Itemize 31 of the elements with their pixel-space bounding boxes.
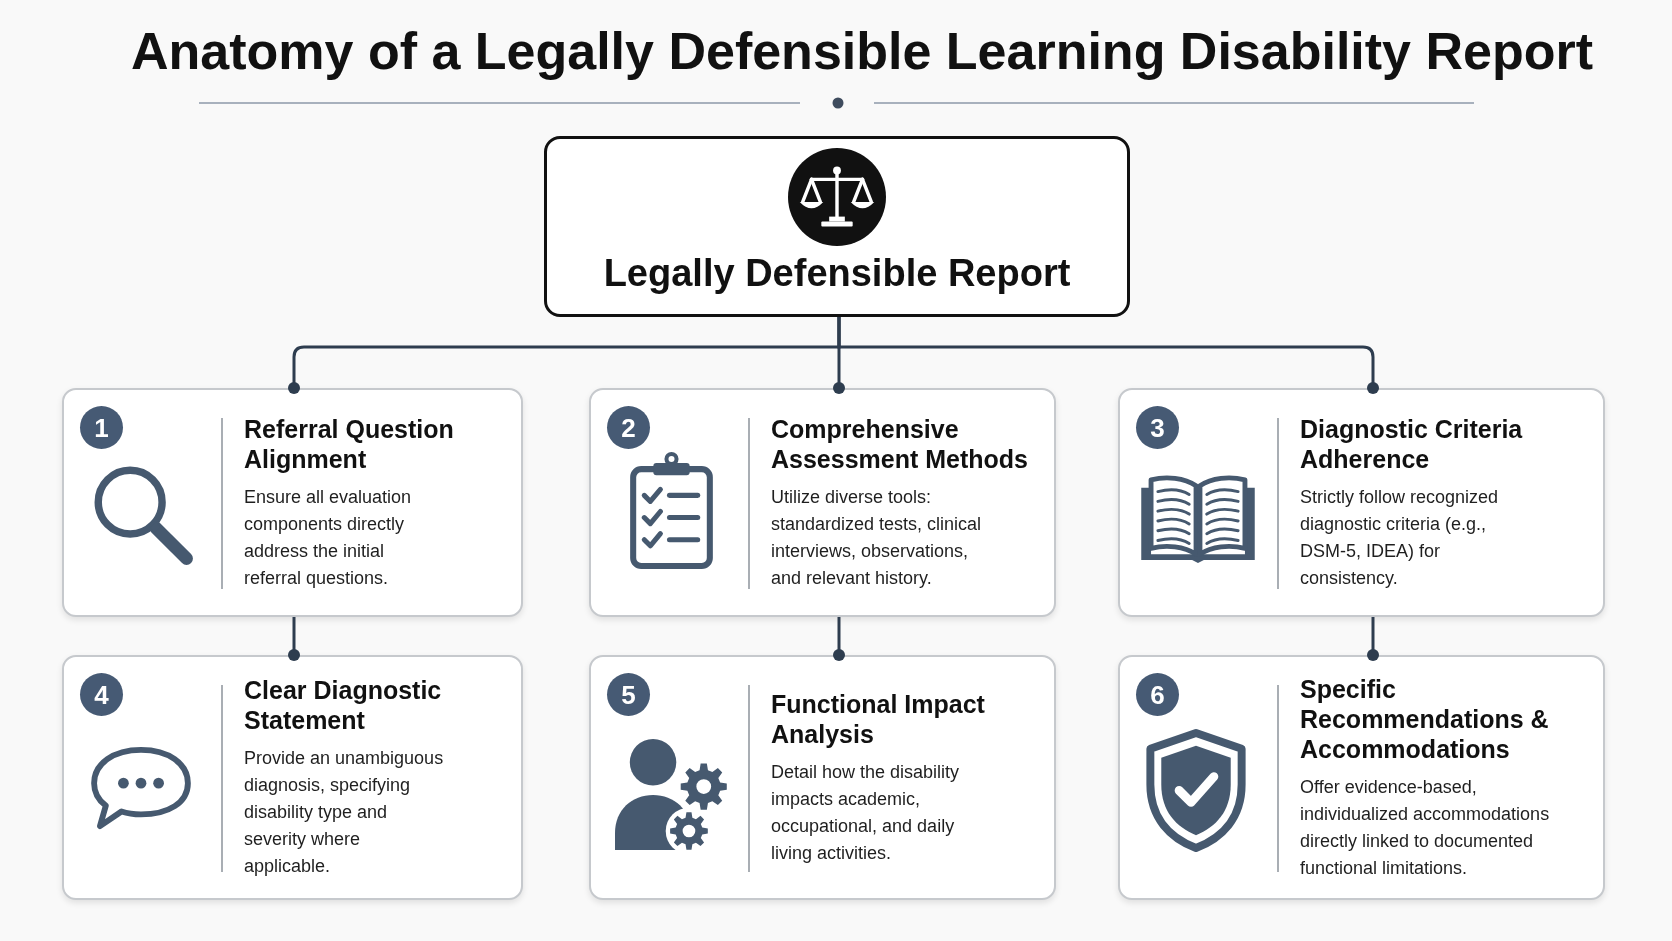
connector-line (1367, 617, 1379, 661)
step-heading: Clear Diagnostic Statement (244, 675, 443, 735)
step-card (589, 655, 1056, 900)
step-description: Offer evidence-based, individualized accommodations directly linked to documented functional limitations. (1300, 775, 1551, 880)
step-heading: Diagnostic Criteria Adherence (1300, 413, 1524, 474)
step-card (1118, 655, 1605, 900)
step-description: Ensure all evaluation components directly address the initial referral questions. (244, 485, 413, 590)
step-heading: Referral Question Alignment (244, 413, 455, 474)
step-card (589, 388, 1056, 617)
step-heading: Functional Impact Analysis (771, 688, 986, 749)
step-number: 5 (607, 673, 650, 716)
step-number: 4 (80, 673, 123, 716)
step-heading: Specific Recommendations & Accommodations (1300, 673, 1550, 764)
step-card (62, 655, 523, 900)
step-number: 3 (1136, 406, 1179, 449)
page-title: Anatomy of a Legally Defensible Learning Disability Report (130, 21, 1594, 82)
step-number: 2 (607, 406, 650, 449)
step-description: Utilize diverse tools: standardized tests, clinical interviews, observations, and relevant history. (771, 485, 983, 590)
step-description: Provide an unambiguous diagnosis, specifying disability type and severity where applicable. (244, 747, 445, 878)
step-number: 6 (1136, 673, 1179, 716)
connector-line (837, 317, 1379, 394)
connector-line (833, 617, 845, 661)
step-card (1118, 388, 1605, 617)
step-number: 1 (80, 406, 123, 449)
step-description: Strictly follow recognized diagnostic criteria (e.g., DSM-5, IDEA) for consistency. (1300, 485, 1500, 590)
connector-line (288, 617, 300, 661)
step-description: Detail how the disability impacts academic, occupational, and daily living activities. (771, 760, 961, 865)
step-heading: Comprehensive Assessment Methods (771, 413, 1030, 474)
step-card (62, 388, 523, 617)
main-topic-box (544, 136, 1130, 317)
main-topic-title: Legally Defensible Report (603, 251, 1071, 296)
